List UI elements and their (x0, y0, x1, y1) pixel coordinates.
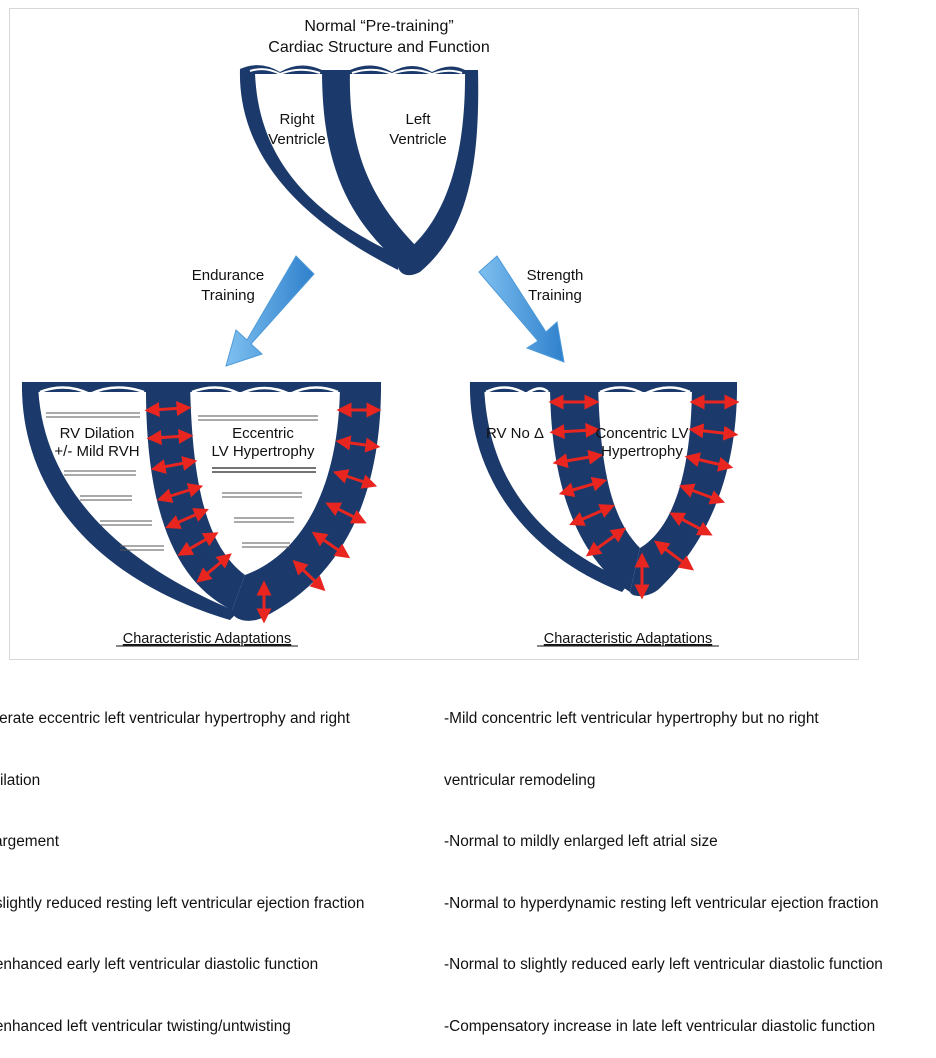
list-item: -Compensatory increase in late left vent… (444, 1017, 876, 1035)
endurance-lv-label-1: Eccentric (232, 425, 294, 442)
list-item: o enhanced early left ventricular diasto… (0, 956, 319, 973)
figure-frame (9, 8, 859, 660)
strength-label-1: Strength (527, 267, 584, 284)
list-item: nlargement (0, 833, 59, 850)
normal-lv-label-1: Left (405, 111, 431, 128)
list-item: r dilation (0, 771, 41, 789)
strength-lv-label-1: Concentric LV (595, 425, 688, 442)
endurance-rv-label-2: +/- Mild RVH (54, 443, 139, 460)
caption-left: Characteristic Adaptations (123, 631, 291, 647)
strength-arrow (478, 255, 565, 363)
title-line2: Cardiac Structure and Function (268, 39, 489, 56)
endurance-rv-label-1: RV Dilation (60, 425, 135, 442)
normal-rv-label-1: Right (279, 111, 315, 128)
caption-right: Characteristic Adaptations (544, 631, 712, 647)
endurance-label-1: Endurance (192, 267, 265, 284)
strength-heart: RV No Δ Concentric LV Hypertrophy (469, 382, 740, 600)
normal-septum (322, 70, 420, 262)
list-item: oderate eccentric left ventricular hyper… (0, 710, 350, 727)
endurance-heart: RV Dilation +/- Mild RVH Eccentric LV Hy… (21, 382, 382, 624)
normal-heart: Right Ventricle Left Ventricle (239, 65, 479, 276)
list-item: -Normal to hyperdynamic resting left ven… (444, 894, 879, 912)
list-item: -Normal to mildly enlarged left atrial s… (444, 833, 718, 850)
strength-lv-label-2: Hypertrophy (601, 443, 683, 460)
list-item: ventricular remodeling (444, 771, 596, 789)
endurance-lv-label-2: LV Hypertrophy (211, 443, 315, 460)
heart-diagram: Normal “Pre-training” Cardiac Structure … (21, 18, 740, 647)
strength-label-2: Training (528, 287, 582, 304)
strength-adaptations-list: -Mild concentric left ventricular hypert… (444, 668, 883, 1058)
normal-valve-ridge (240, 65, 478, 74)
normal-lv-label-2: Ventricle (389, 131, 447, 148)
list-item: -Normal to slightly reduced early left v… (444, 956, 883, 973)
normal-rv-outer-wall (239, 69, 398, 270)
strength-rv-label: RV No Δ (486, 425, 544, 442)
title-line1: Normal “Pre-training” (304, 18, 453, 35)
list-item: -Mild concentric left ventricular hypert… (444, 710, 819, 727)
endurance-arrow (225, 255, 315, 367)
normal-rv-label-2: Ventricle (268, 131, 326, 148)
normal-lv-wall (397, 70, 479, 276)
list-item: o enhanced left ventricular twisting/unt… (0, 1017, 291, 1035)
list-item: o slightly reduced resting left ventricu… (0, 894, 365, 912)
endurance-adaptations-list: oderate eccentric left ventricular hyper… (0, 668, 364, 1058)
endurance-label-2: Training (201, 287, 255, 304)
